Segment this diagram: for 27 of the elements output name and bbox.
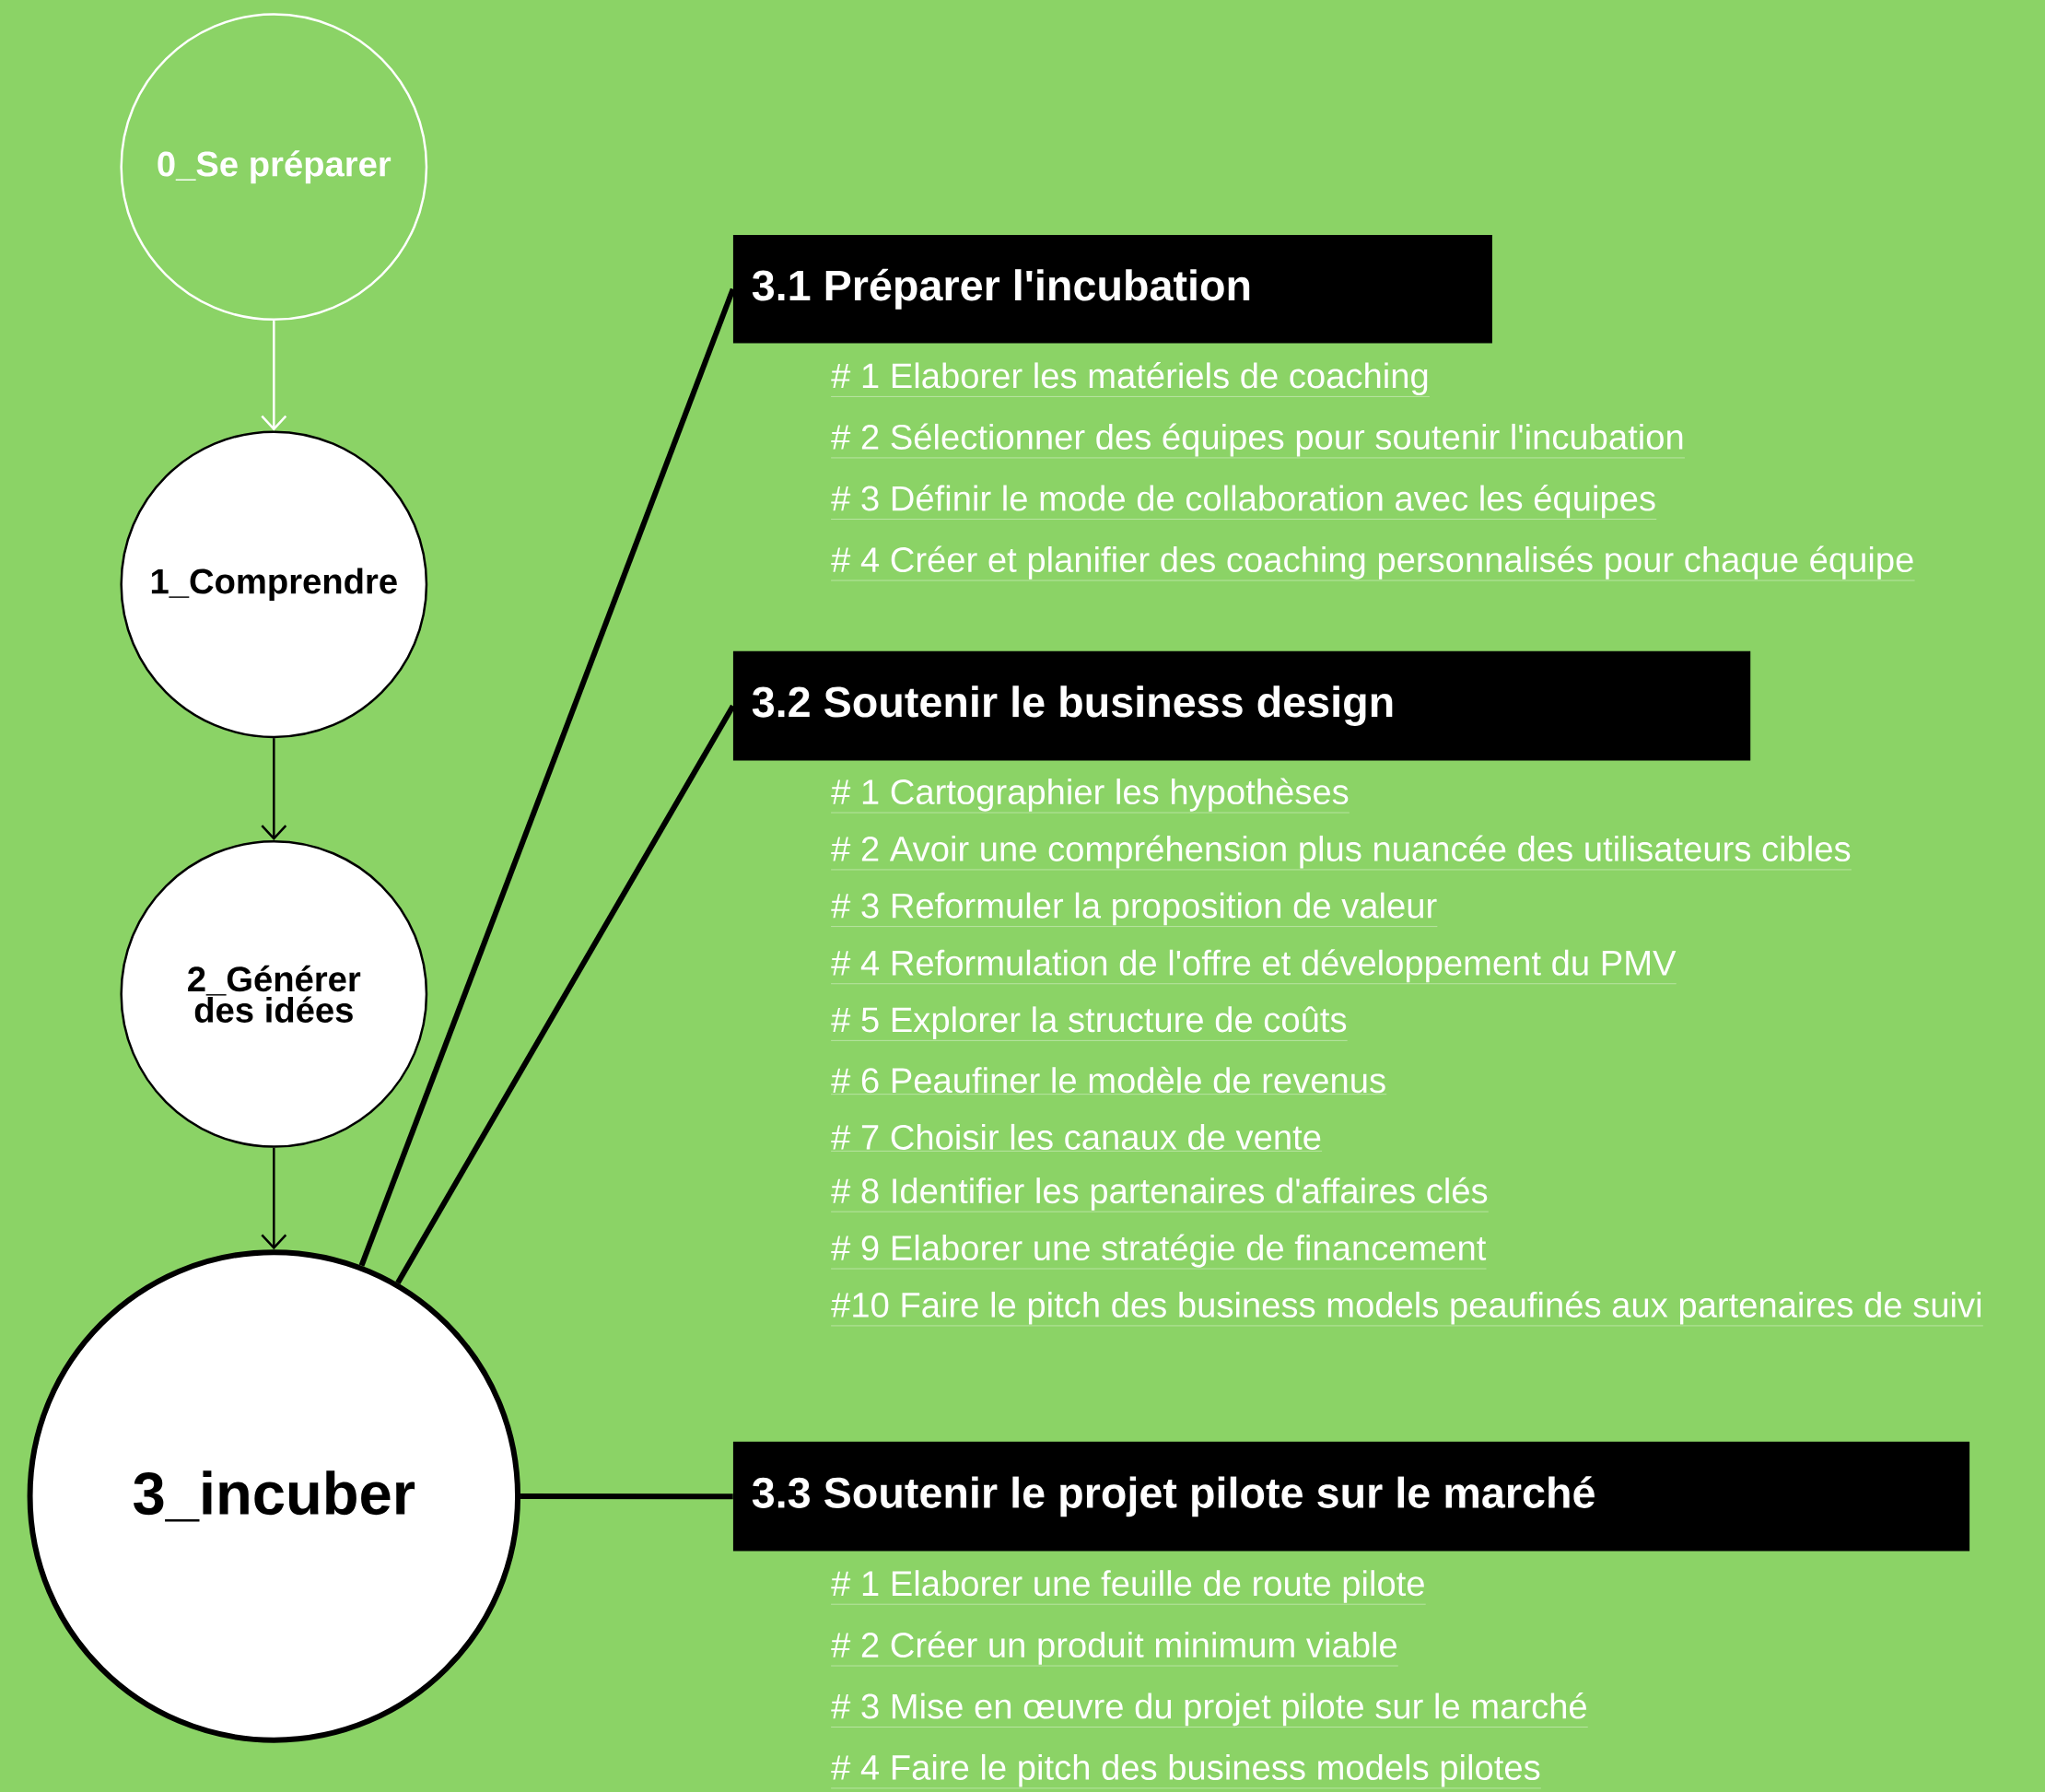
link-text: # 4 Faire le pitch des business models pilotes [830,1753,1542,1789]
arrow [261,738,287,840]
connector-line [358,287,736,1267]
link-text: # 1 Elaborer une feuille de route pilote [830,1570,1426,1605]
link-text: # 2 Créer un produit minimum viable [830,1631,1398,1667]
link-text: # 4 Reformulation de l'offre et développement du PMV [830,949,1677,984]
link-text: # 1 Cartographier les hypothèses [830,778,1350,814]
link-text: # 2 Sélectionner des équipes pour soutenir l'incubation [830,423,1686,459]
link-text: # 1 Elaborer les matériels de coaching [830,361,1431,397]
link-text: # 3 Définir le mode de collaboration avec les équipes [830,485,1657,520]
link-text: # 2 Avoir une compréhension plus nuancée des utilisateurs cibles [830,835,1852,871]
link-text: # 7 Choisir les canaux de vente [830,1123,1323,1152]
link-text: # 9 Elaborer une stratégie de financement [830,1234,1487,1270]
link-text: # 8 Identifier les partenaires d'affaires clés [830,1177,1489,1212]
link-text: # 3 Mise en œuvre du projet pilote sur le marché [830,1692,1588,1728]
arrow [261,321,287,431]
heading-box: 3.3 Soutenir le projet pilote sur le marché [732,1441,1970,1552]
arrow [261,1147,287,1250]
link-text: # 5 Explorer la structure de coûts [830,1006,1348,1041]
link-text: # 3 Reformuler la proposition de valeur [830,892,1438,927]
connector-line [395,704,736,1284]
link-text: # 6 Peaufiner le modèle de revenus [830,1066,1387,1095]
heading-box: 3.1 Préparer l'incubation [732,235,1492,344]
connector-line [520,1493,733,1500]
link-text: #10 Faire le pitch des business models peaufinés aux partenaires de suivi [830,1291,1983,1327]
heading-box: 3.2 Soutenir le business design [732,650,1751,761]
link-text: # 4 Créer et planifier des coaching personnalisés pour chaque équipe [830,545,1915,581]
